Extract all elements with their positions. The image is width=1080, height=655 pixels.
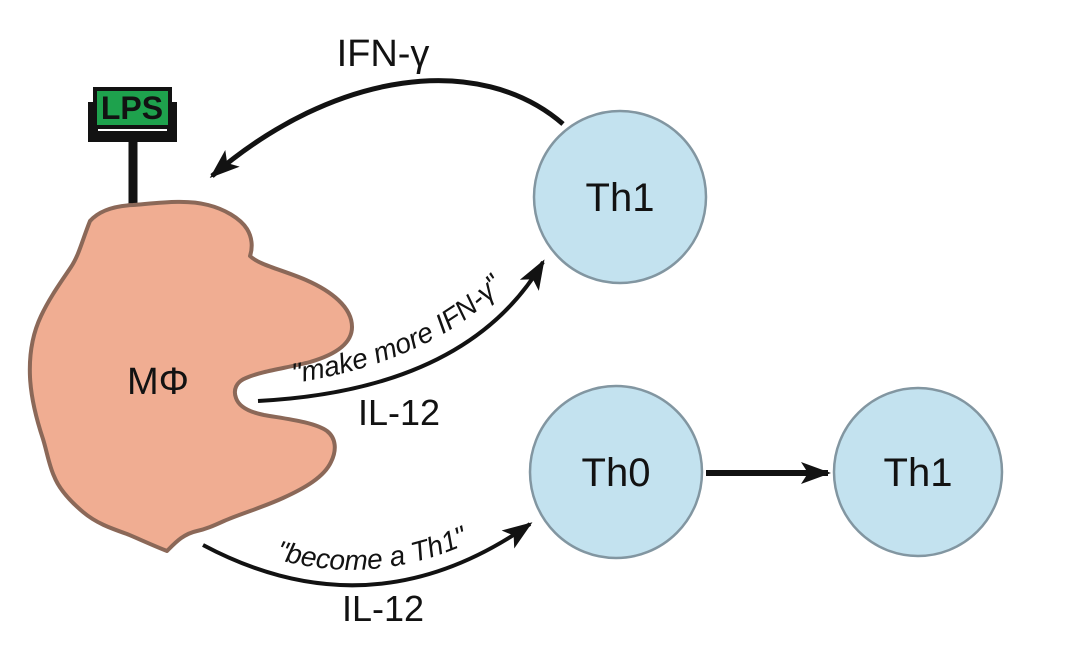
th1-right-label: Th1 — [884, 451, 953, 495]
il12-lower-label: IL-12 — [342, 588, 424, 629]
ifn-gamma-arrow — [209, 78, 565, 178]
il12-arrow-lower — [202, 522, 533, 588]
bracket-bottom-bar — [88, 131, 177, 142]
lps-box — [93, 87, 172, 129]
il12-upper-label: IL-12 — [358, 392, 440, 433]
il12-arrow-upper — [257, 259, 545, 403]
th0-label: Th0 — [582, 451, 651, 495]
macrophage-shape — [27, 199, 354, 553]
become-th1-caption: "become a Th1" — [273, 520, 472, 576]
macrophage-label: MΦ — [127, 361, 189, 403]
ifn-gamma-label: IFN-γ — [337, 33, 430, 75]
th1-top-label: Th1 — [586, 176, 655, 220]
th1-top-cell — [532, 109, 708, 285]
become-th1-caption-text: "become a Th1" — [273, 520, 472, 576]
th1-right-cell — [832, 386, 1004, 558]
lps-label: LPS — [101, 90, 163, 126]
th0-cell — [528, 384, 704, 560]
